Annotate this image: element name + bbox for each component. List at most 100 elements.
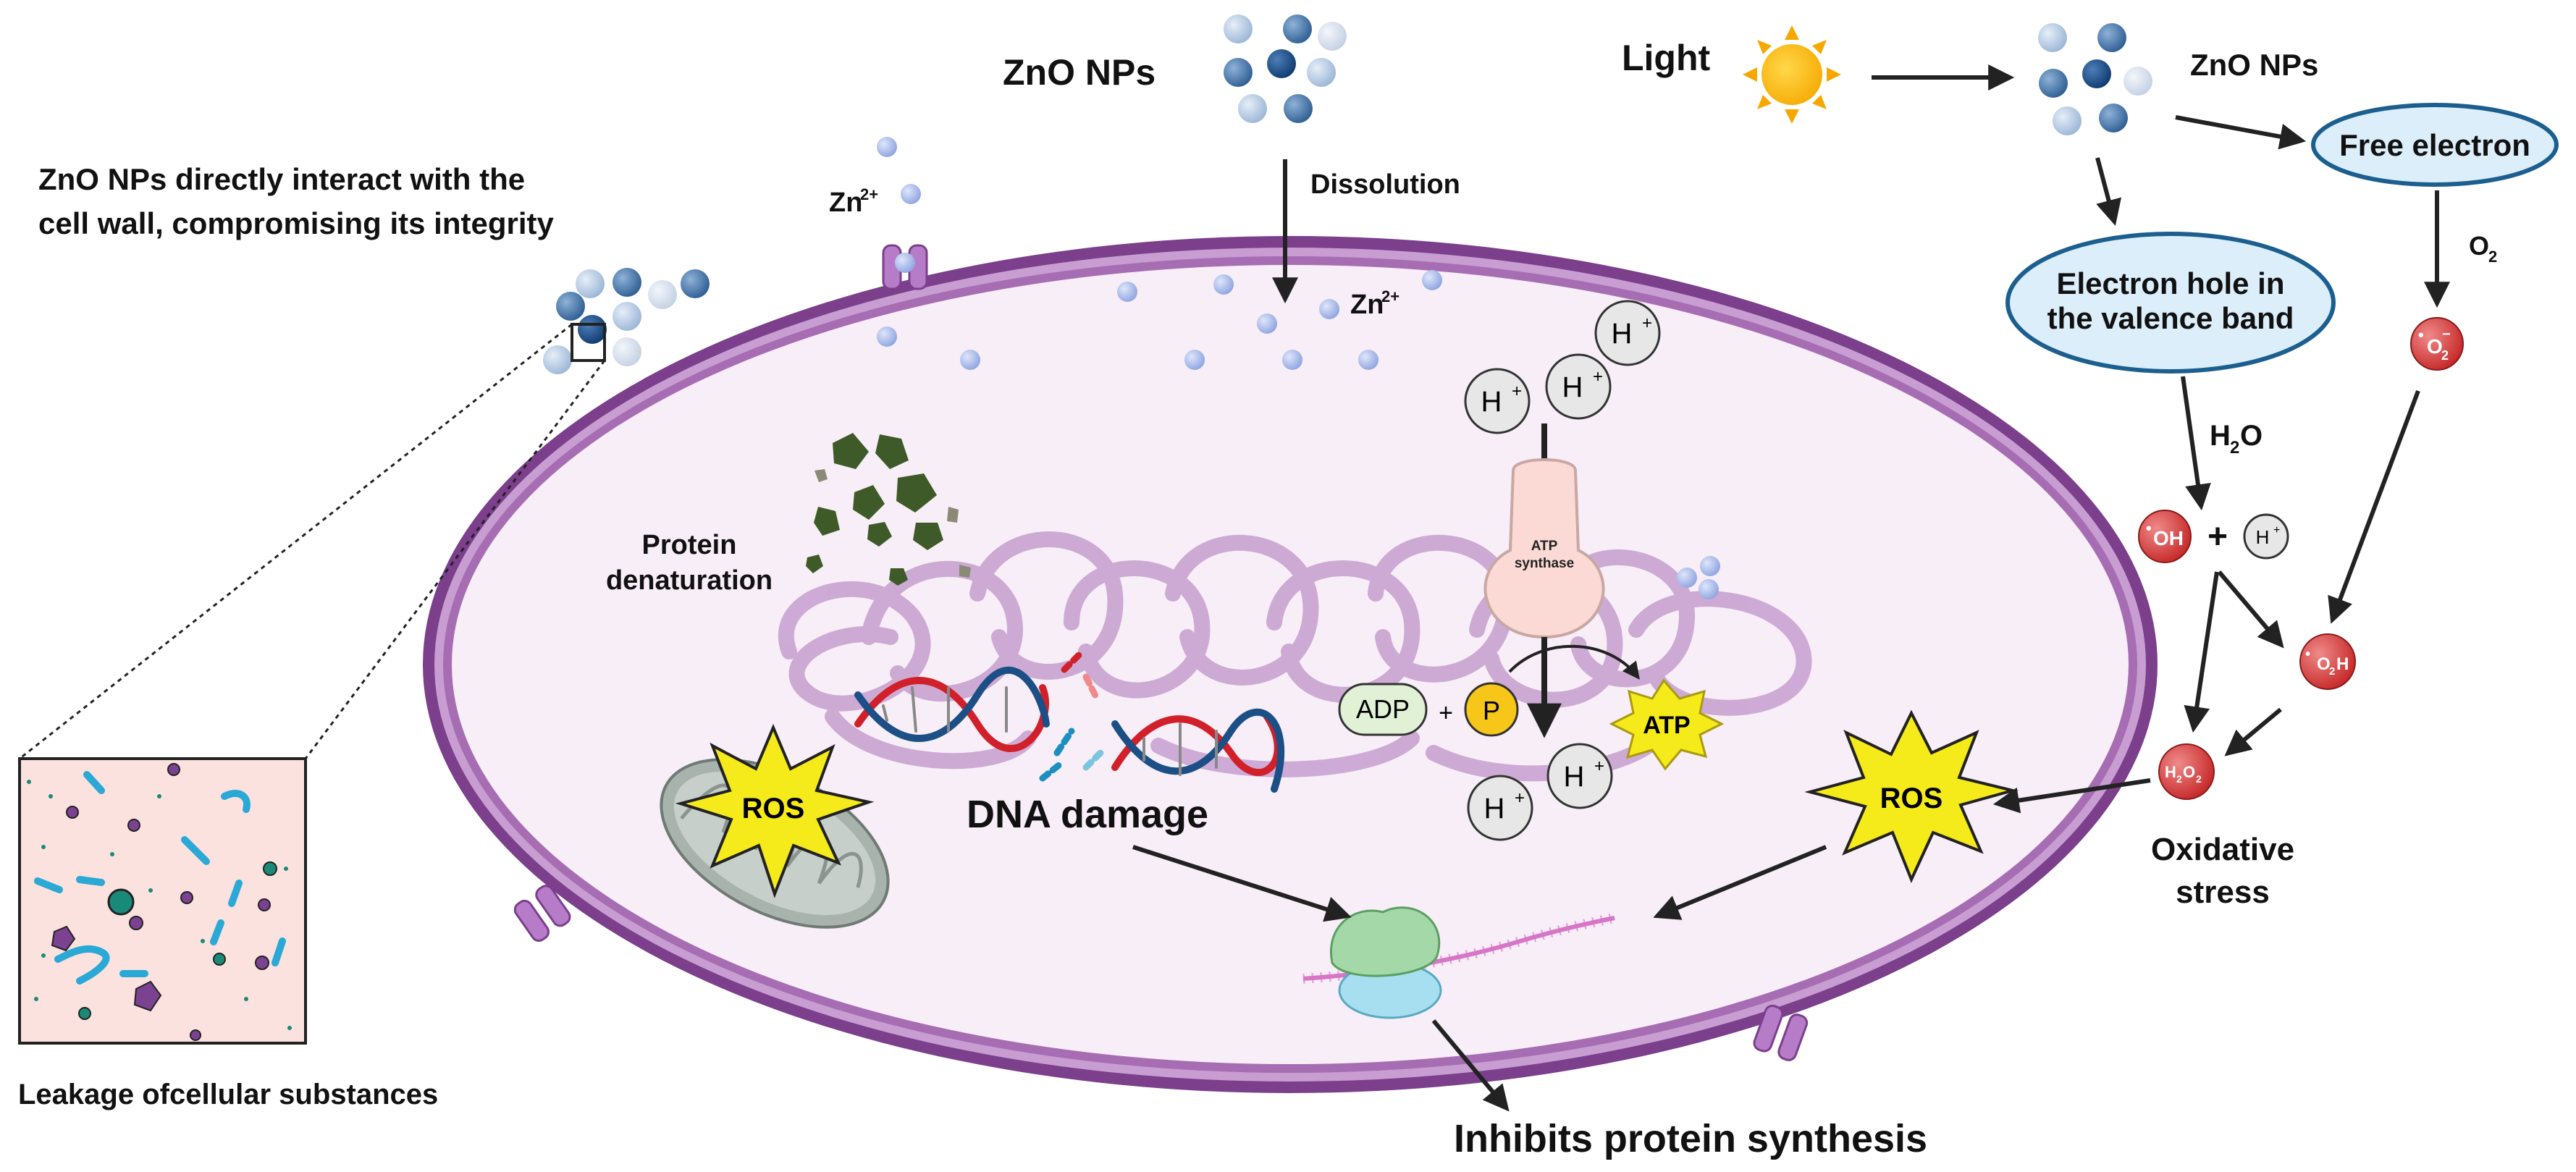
dna-helix-left: [854, 666, 1050, 752]
hydroperoxyl-radical: • O 2 H: [2299, 633, 2356, 690]
dna-helix-right: [1111, 708, 1285, 793]
oxidative-stress-line2: stress: [2176, 874, 2270, 910]
svg-text:H: H: [2210, 420, 2231, 452]
hydroxyl-plus: +: [2207, 518, 2228, 556]
membrane-channel-bottom: [1753, 1004, 1809, 1061]
svg-text:−: −: [2442, 326, 2451, 342]
zno-nps-label-center: ZnO NPs: [1003, 52, 1156, 93]
svg-text:Free electron: Free electron: [2339, 128, 2530, 162]
svg-text:ATP: ATP: [1643, 712, 1690, 739]
svg-text:+: +: [2273, 524, 2280, 536]
svg-text:2: 2: [2329, 665, 2335, 678]
oxidative-stress-line1: Oxidative: [2151, 832, 2294, 867]
arrow-superoxide-to-o2h: [2328, 389, 2420, 624]
svg-text:O: O: [2317, 654, 2331, 674]
atp-synthase-label-1: ATP: [1531, 539, 1558, 554]
leakage-inset: [18, 757, 307, 1045]
svg-text:•: •: [2146, 519, 2152, 537]
proton-1: H+: [1594, 300, 1661, 366]
svg-text:+: +: [1642, 313, 1652, 333]
phosphate-badge: P: [1464, 682, 1519, 737]
proton-3: H+: [1545, 353, 1612, 420]
svg-text:O: O: [2469, 231, 2489, 261]
svg-text:H: H: [1484, 793, 1505, 825]
wall-interaction-line2: cell wall, compromising its integrity: [38, 206, 554, 240]
inhibits-protein-synthesis-label: Inhibits protein synthesis: [1454, 1117, 1927, 1160]
zoom-callout-lines: [19, 323, 606, 760]
zn2-label-center: Zn 2+: [1350, 287, 1399, 320]
arrow-h2o2-to-ros: [1992, 778, 2151, 814]
svg-text:the valence band: the valence band: [2047, 301, 2294, 335]
adp-badge: ADP: [1338, 683, 1428, 736]
svg-text:2: 2: [2441, 348, 2449, 363]
proton-4: H+: [1546, 743, 1613, 809]
svg-text:•: •: [2418, 326, 2424, 344]
svg-text:H: H: [1481, 386, 1502, 418]
superoxide-radical: • O 2 −: [2410, 317, 2464, 371]
proton-small: H +: [2243, 513, 2289, 560]
svg-text:Zn: Zn: [829, 187, 862, 218]
proton-5: H+: [1467, 775, 1533, 841]
svg-text:2: 2: [2488, 248, 2497, 266]
svg-text:H: H: [1564, 761, 1585, 793]
svg-text:H: H: [1612, 318, 1633, 350]
membrane-channel-top: [882, 244, 928, 290]
svg-text:O: O: [2183, 763, 2195, 781]
h2o-label: H 2 O: [2210, 420, 2263, 458]
svg-text:2: 2: [2176, 773, 2182, 785]
denatured-protein-fragments: [806, 433, 971, 586]
proton-bubbles: H+ H+ H+ H+ H+: [1464, 300, 1661, 841]
zn-ions-cluster-nucleoid: [1677, 556, 1720, 599]
atp-burst: ATP: [1609, 678, 1725, 771]
protein-denaturation-line1: Protein: [642, 530, 737, 560]
sun-icon: [1743, 25, 1841, 124]
leakage-label: Leakage ofcellular substances: [18, 1079, 438, 1110]
ros-burst-mitochondrion: ROS: [675, 723, 875, 898]
arrow-oh-to-o2h: [2217, 570, 2284, 649]
svg-text:Zn: Zn: [1350, 290, 1384, 320]
svg-text:2: 2: [2230, 438, 2239, 458]
svg-text:ROS: ROS: [1880, 783, 1943, 814]
ros-burst-right: ROS: [1804, 709, 2019, 884]
svg-text:ROS: ROS: [742, 793, 805, 825]
protein-denaturation-line2: denaturation: [606, 565, 773, 596]
dna-damage-label: DNA damage: [967, 793, 1208, 836]
svg-text:+: +: [1512, 381, 1522, 401]
arrow-nps-to-free-electron: [2175, 115, 2307, 150]
flow-arrows: [1132, 64, 2450, 1112]
electron-hole-box: Electron hole in the valence band: [2005, 232, 2336, 374]
membrane-channel-left: [513, 885, 571, 942]
arrow-o2h-to-h2o2: [2224, 707, 2282, 756]
light-label: Light: [1622, 38, 1711, 78]
zn2-label-left: Zn 2+: [829, 185, 878, 218]
zno-np-cluster-wall: [543, 268, 710, 374]
arrow-dna-to-ribosome: [1132, 845, 1352, 922]
svg-text:OH: OH: [2153, 527, 2184, 549]
zno-nps-label-right: ZnO NPs: [2190, 48, 2318, 82]
svg-text:2+: 2+: [1381, 287, 1399, 305]
free-electron-box: Free electron: [2311, 103, 2559, 187]
svg-text:H: H: [1562, 371, 1583, 403]
svg-text:•: •: [2305, 646, 2310, 662]
atp-synthase: ATP synthase: [1483, 423, 1640, 738]
zno-np-cluster-right: [2038, 23, 2152, 135]
atp-synthase-label-2: synthase: [1515, 556, 1574, 571]
svg-text:+: +: [1593, 367, 1603, 387]
arrow-nps-to-hole: [2095, 157, 2122, 226]
svg-text:+: +: [1515, 788, 1525, 808]
zno-np-cluster-center: [1224, 14, 1347, 123]
svg-text:H: H: [2336, 654, 2349, 674]
svg-text:O: O: [2240, 420, 2263, 452]
proton-2: H+: [1464, 368, 1531, 434]
svg-text:2: 2: [2196, 773, 2202, 785]
hydroxyl-radical: • OH: [2138, 510, 2192, 563]
wall-interaction-line1: ZnO NPs directly interact with the: [38, 162, 525, 196]
adp-plus: +: [1439, 699, 1453, 727]
dna-break-fragments: [1039, 652, 1104, 782]
svg-text:+: +: [1594, 756, 1604, 776]
zn-ions-dissolved: [877, 137, 1442, 370]
svg-text:H: H: [2256, 526, 2270, 548]
svg-text:ADP: ADP: [1356, 694, 1410, 724]
o2-label: O 2: [2469, 231, 2497, 266]
